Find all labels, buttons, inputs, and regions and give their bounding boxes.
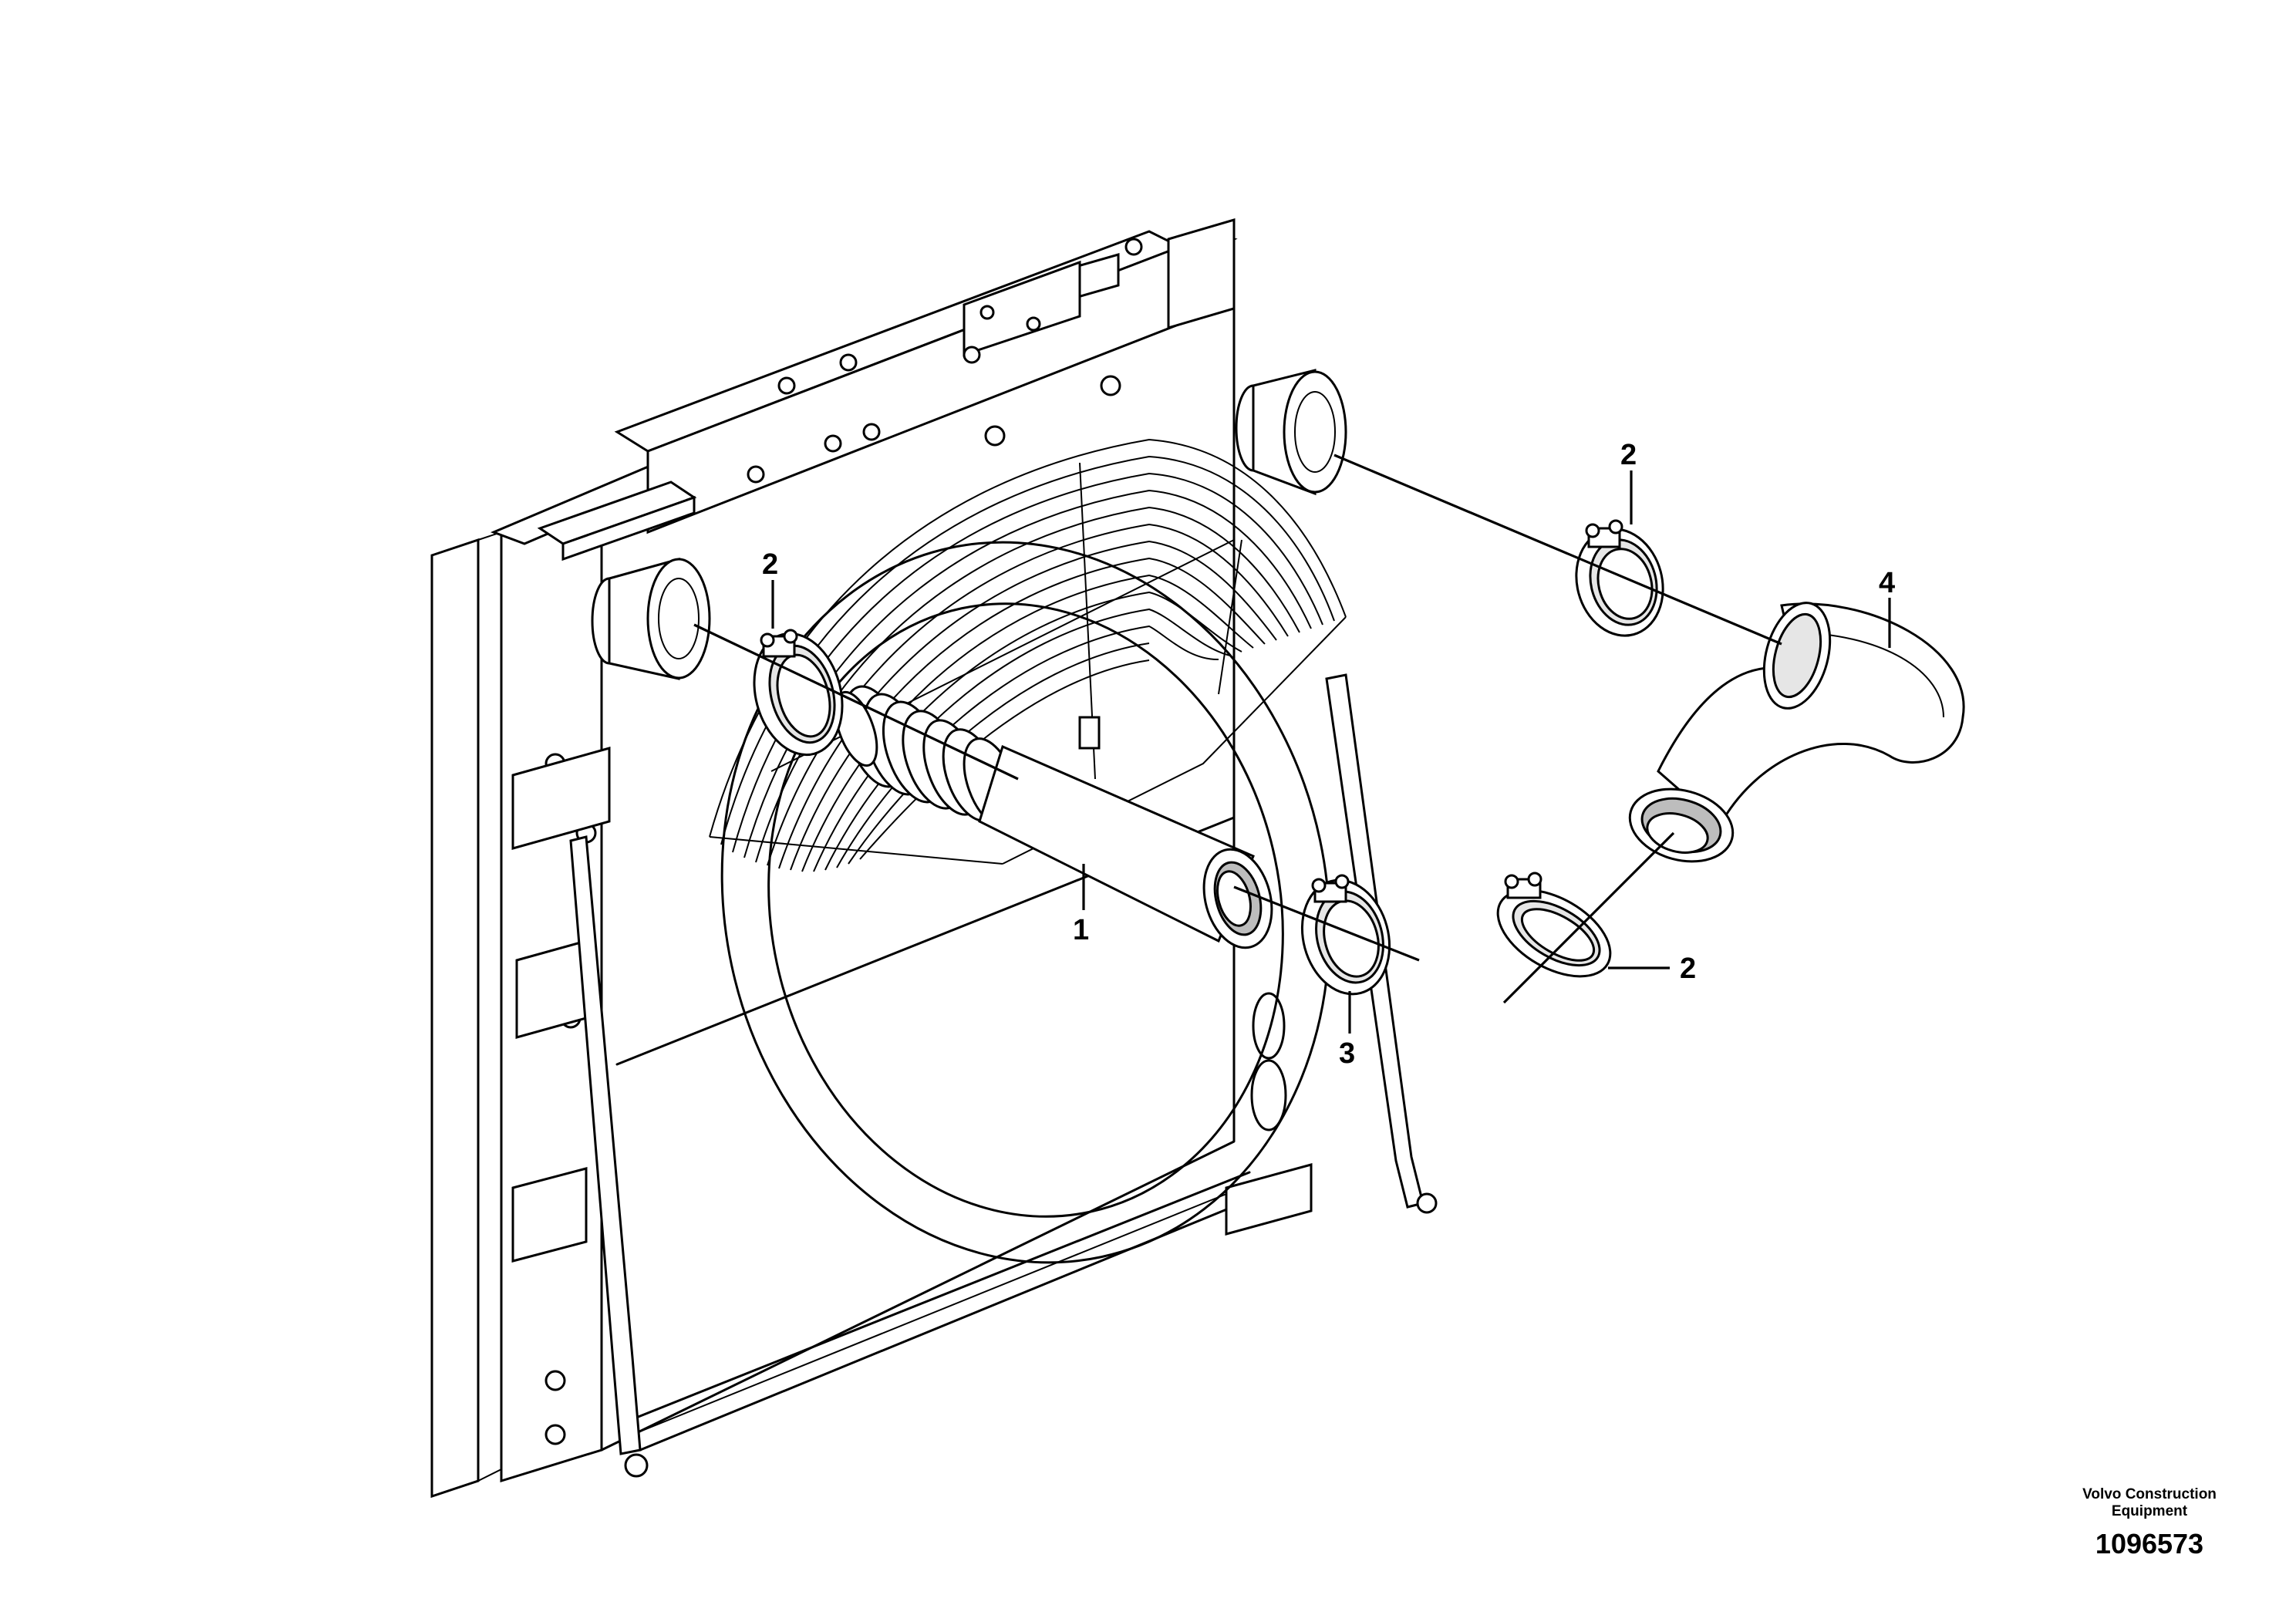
callout-label-3: 3 bbox=[1339, 1037, 1355, 1070]
clamp-part-3 bbox=[1300, 874, 1391, 996]
document-number: 1096573 bbox=[2095, 1528, 2204, 1560]
company-name: Volvo Construction Equipment bbox=[2082, 1486, 2217, 1519]
assembly-axis-lines bbox=[693, 454, 1782, 1004]
clamp-bottom-right bbox=[1496, 872, 1612, 978]
hose-pipe-part-1 bbox=[834, 685, 1273, 949]
elbow-hose-part-4 bbox=[1628, 602, 1965, 863]
radiator-assembly bbox=[430, 218, 1347, 1499]
callout-leaders bbox=[771, 470, 1891, 1034]
callout-label-2-top: 2 bbox=[1620, 439, 1637, 471]
clamp-top-right bbox=[1575, 519, 1664, 637]
diagram-footer: Volvo Construction Equipment 1096573 bbox=[2065, 1486, 2234, 1560]
callout-label-4: 4 bbox=[1879, 567, 1895, 599]
callout-label-2-left: 2 bbox=[762, 548, 778, 581]
callout-label-1: 1 bbox=[1073, 914, 1089, 946]
callout-label-2-bottom: 2 bbox=[1680, 953, 1696, 985]
